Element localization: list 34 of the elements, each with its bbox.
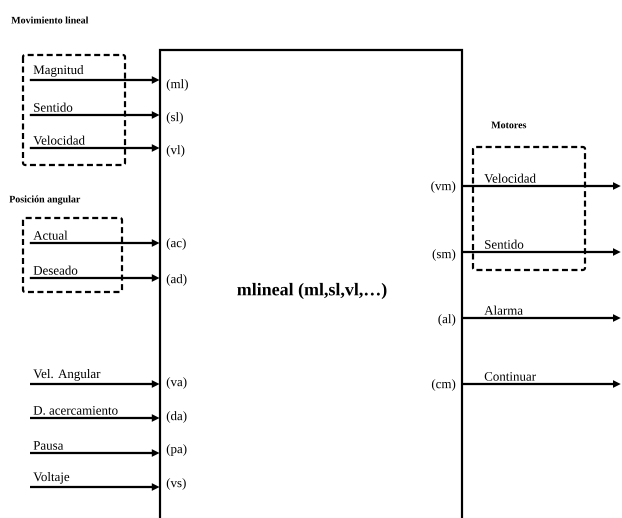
- port-label: (ml): [166, 79, 188, 91]
- edge-label: Vel. Angular: [33, 369, 100, 381]
- edge-label: D. acercamiento: [34, 406, 118, 415]
- port-label: (ac): [166, 238, 186, 250]
- edge-label: Voltaje: [33, 472, 70, 484]
- edge-label: Continuar: [484, 372, 536, 381]
- function-block: [158, 48, 464, 518]
- group-heading: Motores: [491, 122, 526, 128]
- dashed-group: [472, 146, 586, 272]
- edge-label: Velocidad: [484, 174, 536, 183]
- dashed-group: [22, 54, 126, 166]
- edge-label: Pausa: [34, 441, 64, 450]
- port-label: (ad): [166, 274, 186, 286]
- port-label: (da): [166, 411, 186, 423]
- edge-label: Magnitud: [34, 65, 84, 77]
- edge-label: Sentido: [485, 240, 524, 249]
- edge-label: Alarma: [484, 306, 523, 315]
- port-label: (sm): [432, 249, 456, 261]
- port-label: (vl): [166, 145, 184, 157]
- group-heading: Movimiento lineal: [11, 16, 88, 24]
- edge-label: Actual: [33, 230, 68, 240]
- edge-label: Deseado: [34, 266, 78, 275]
- port-label: (al): [438, 314, 456, 326]
- port-label: (vm): [431, 181, 456, 193]
- edge-label: Velocidad: [33, 136, 85, 145]
- port-label: (vs): [166, 478, 186, 490]
- port-label: (va): [166, 377, 186, 389]
- edge-label: Sentido: [34, 102, 72, 112]
- port-label: (pa): [166, 444, 186, 456]
- port-label: (cm): [432, 379, 456, 391]
- dashed-group: [22, 216, 124, 294]
- port-label: (sl): [166, 112, 183, 124]
- group-heading: Posición angular: [9, 195, 80, 205]
- function-name: mlineal (ml,sl,vl,…): [237, 282, 386, 300]
